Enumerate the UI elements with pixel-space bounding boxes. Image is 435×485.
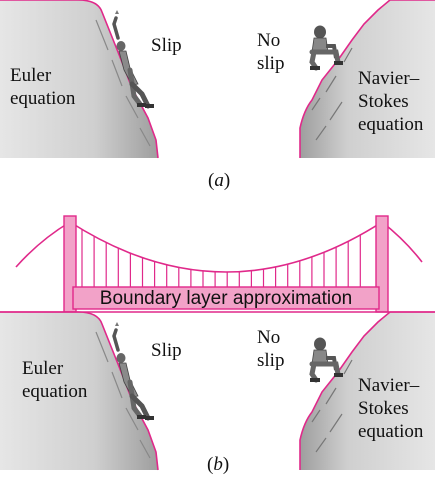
panel-b: Boundary layer approximation Euler equat… [0, 216, 435, 475]
euler-label-b-line1: Euler [22, 358, 64, 379]
caption-b: (b) [207, 454, 229, 475]
navier-label-b-line1: Navier– [358, 375, 420, 396]
bridge-cables [16, 222, 422, 272]
slip-label-a: Slip [151, 35, 182, 56]
navier-label-a-line3: equation [358, 114, 424, 135]
navier-label-a-line2: Stokes [358, 91, 409, 112]
no-slip-label-a-line1: No [257, 30, 280, 51]
sitting-climber-b [310, 338, 343, 383]
slip-label-b: Slip [151, 340, 182, 361]
navier-label-b-line3: equation [358, 421, 424, 442]
caption-a: (a) [208, 170, 230, 191]
no-slip-label-a-line2: slip [257, 53, 284, 74]
navier-label-a-line1: Navier– [358, 68, 420, 89]
no-slip-label-b-line2: slip [257, 350, 284, 371]
bridge-hangers [82, 229, 360, 287]
sitting-climber-a [310, 26, 343, 71]
euler-label-a-line2: equation [10, 88, 76, 109]
euler-label-a-line1: Euler [10, 65, 52, 86]
bridge-label: Boundary layer approximation [100, 288, 352, 309]
no-slip-label-b-line1: No [257, 327, 280, 348]
navier-label-b-line2: Stokes [358, 398, 409, 419]
panel-a: Euler equation Slip No slip Navier– Stok… [0, 0, 435, 191]
euler-label-b-line2: equation [22, 381, 88, 402]
